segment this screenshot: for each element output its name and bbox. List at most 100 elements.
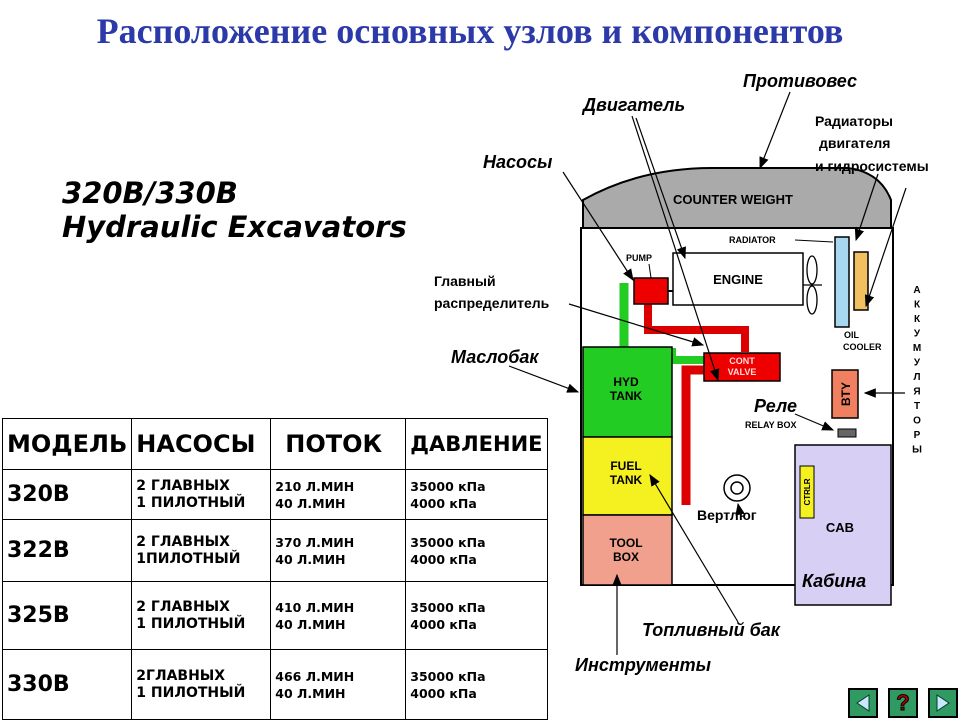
cell-model: 325B bbox=[1, 581, 133, 650]
callout-dvigatel: Двигатель bbox=[581, 95, 685, 115]
akkumulyatory-letter: Ы bbox=[912, 445, 922, 456]
cell-model-line: 322B bbox=[7, 538, 70, 563]
nav-next-button[interactable] bbox=[928, 688, 958, 718]
cell-pumps-line: 1 ПИЛОТНЫЙ bbox=[136, 494, 246, 511]
oil-cooler-block bbox=[853, 251, 869, 311]
radiator-block bbox=[834, 236, 850, 328]
fuel-tank-label-1: FUEL bbox=[610, 459, 641, 473]
callout-radiatory-2: двигателя bbox=[819, 135, 890, 151]
akkumulyatory-letter: У bbox=[914, 358, 921, 369]
cell-pressure-line: 4000 кПа bbox=[410, 616, 477, 632]
akkumulyatory-letter: М bbox=[913, 343, 921, 354]
engine-block bbox=[672, 252, 804, 306]
subtitle-line-2: Hydraulic Excavators bbox=[62, 210, 407, 244]
callout-glavny-1: Главный bbox=[434, 273, 496, 289]
cell-flow-line: 40 Л.МИН bbox=[275, 551, 346, 567]
control-valve-label-2: VALVE bbox=[728, 367, 757, 377]
model-subtitle: 320B/330B Hydraulic Excavators bbox=[62, 176, 407, 244]
callout-kabina: Кабина bbox=[802, 571, 866, 591]
cell-pressure-line: 35000 кПа bbox=[410, 534, 486, 550]
callout-glavny-2: распределитель bbox=[434, 295, 550, 311]
cell-flow-line: 370 Л.МИН bbox=[275, 534, 355, 550]
cell-model-line: 325B bbox=[7, 603, 70, 628]
counter-weight-block bbox=[582, 167, 892, 229]
cab-controller-label: CTRLR bbox=[803, 478, 812, 505]
cell-pumps-line: 1ПИЛОТНЫЙ bbox=[136, 550, 241, 567]
akkumulyatory-letter: К bbox=[914, 300, 921, 311]
cell-pumps-line: 2ГЛАВНЫХ bbox=[136, 667, 226, 684]
cell-model: 320B bbox=[1, 469, 133, 520]
swivel-icon bbox=[723, 474, 751, 502]
model-spec-table: МОДЕЛЬ НАСОСЫ ПОТОК ДАВЛЕНИЕ 320B 2 ГЛАВН… bbox=[1, 418, 548, 720]
akkumulyatory-letter: Л bbox=[913, 372, 920, 383]
help-icon: ? bbox=[896, 690, 910, 716]
cell-pressure-line: 35000 кПа bbox=[410, 599, 486, 615]
battery-label: BTY bbox=[839, 382, 853, 406]
cell-flow-line: 40 Л.МИН bbox=[275, 495, 346, 511]
cell-flow-line: 40 Л.МИН bbox=[275, 616, 346, 632]
akkumulyatory-letter: Т bbox=[914, 401, 920, 412]
cell-pressure-line: 4000 кПа bbox=[410, 685, 477, 701]
cell-pressure-line: 4000 кПа bbox=[410, 551, 477, 567]
col-header-model: МОДЕЛЬ bbox=[1, 418, 133, 470]
nav-prev-button[interactable] bbox=[848, 688, 878, 718]
nav-help-button[interactable]: ? bbox=[888, 688, 918, 718]
akkumulyatory-letter: У bbox=[914, 329, 921, 340]
arrow-left-icon bbox=[856, 694, 870, 712]
cell-pumps-line: 1 ПИЛОТНЫЙ bbox=[136, 684, 246, 701]
akkumulyatory-letter: Р bbox=[914, 430, 921, 441]
callout-protivoves: Противовес bbox=[743, 71, 857, 91]
callout-maslobak: Маслобак bbox=[451, 347, 539, 367]
callout-rele: Реле bbox=[754, 396, 797, 416]
fuel-tank-label-2: TANK bbox=[610, 473, 643, 487]
relay-box-block bbox=[837, 428, 857, 438]
hyd-tank-label-1: HYD bbox=[613, 375, 639, 389]
counter-weight-label: COUNTER WEIGHT bbox=[673, 192, 793, 207]
page-title: Расположение основных узлов и компоненто… bbox=[96, 11, 844, 51]
cell-pumps-line: 2 ГЛАВНЫХ bbox=[136, 533, 230, 550]
callout-vertlyug: Вертлюг bbox=[697, 507, 757, 523]
cell-model-line: 330B bbox=[7, 672, 70, 697]
akkumulyatory-letter: К bbox=[914, 314, 921, 325]
cell-model: 322B bbox=[1, 519, 133, 582]
cell-model: 330B bbox=[1, 649, 133, 720]
hyd-tank-block bbox=[582, 346, 673, 438]
akkumulyatory-letter: О bbox=[913, 416, 921, 427]
cell-model-line: 320B bbox=[7, 482, 70, 507]
col-header-pumps: НАСОСЫ bbox=[131, 418, 272, 470]
oil-cooler-label-2: COOLER bbox=[843, 342, 882, 352]
callout-nasosy: Насосы bbox=[483, 152, 553, 172]
table-header-row: МОДЕЛЬ НАСОСЫ ПОТОК ДАВЛЕНИЕ bbox=[1, 418, 548, 470]
radiator-label: RADIATOR bbox=[729, 235, 776, 245]
tool-box-label-2: BOX bbox=[613, 550, 639, 564]
hyd-tank-label-2: TANK bbox=[610, 389, 643, 403]
hydraulic-line-red-2 bbox=[681, 365, 706, 505]
callout-instrumenty: Инструменты bbox=[575, 655, 712, 675]
cell-pressure-line: 35000 кПа bbox=[410, 668, 486, 684]
col-header-pressure: ДАВЛЕНИЕ bbox=[405, 418, 548, 470]
arrow-right-icon bbox=[936, 694, 950, 712]
akkumulyatory-letter: А bbox=[913, 285, 920, 296]
callout-toplivny: Топливный бак bbox=[642, 620, 781, 640]
cell-flow-line: 410 Л.МИН bbox=[275, 599, 355, 615]
cell-flow-line: 210 Л.МИН bbox=[275, 478, 355, 494]
cell-pumps-line: 2 ГЛАВНЫХ bbox=[136, 598, 230, 615]
oil-cooler-label-1: OIL bbox=[844, 330, 860, 340]
pump-block bbox=[633, 277, 669, 305]
cell-flow-line: 466 Л.МИН bbox=[275, 668, 355, 684]
cell-pressure-line: 4000 кПа bbox=[410, 495, 477, 511]
cell-flow-line: 40 Л.МИН bbox=[275, 685, 346, 701]
